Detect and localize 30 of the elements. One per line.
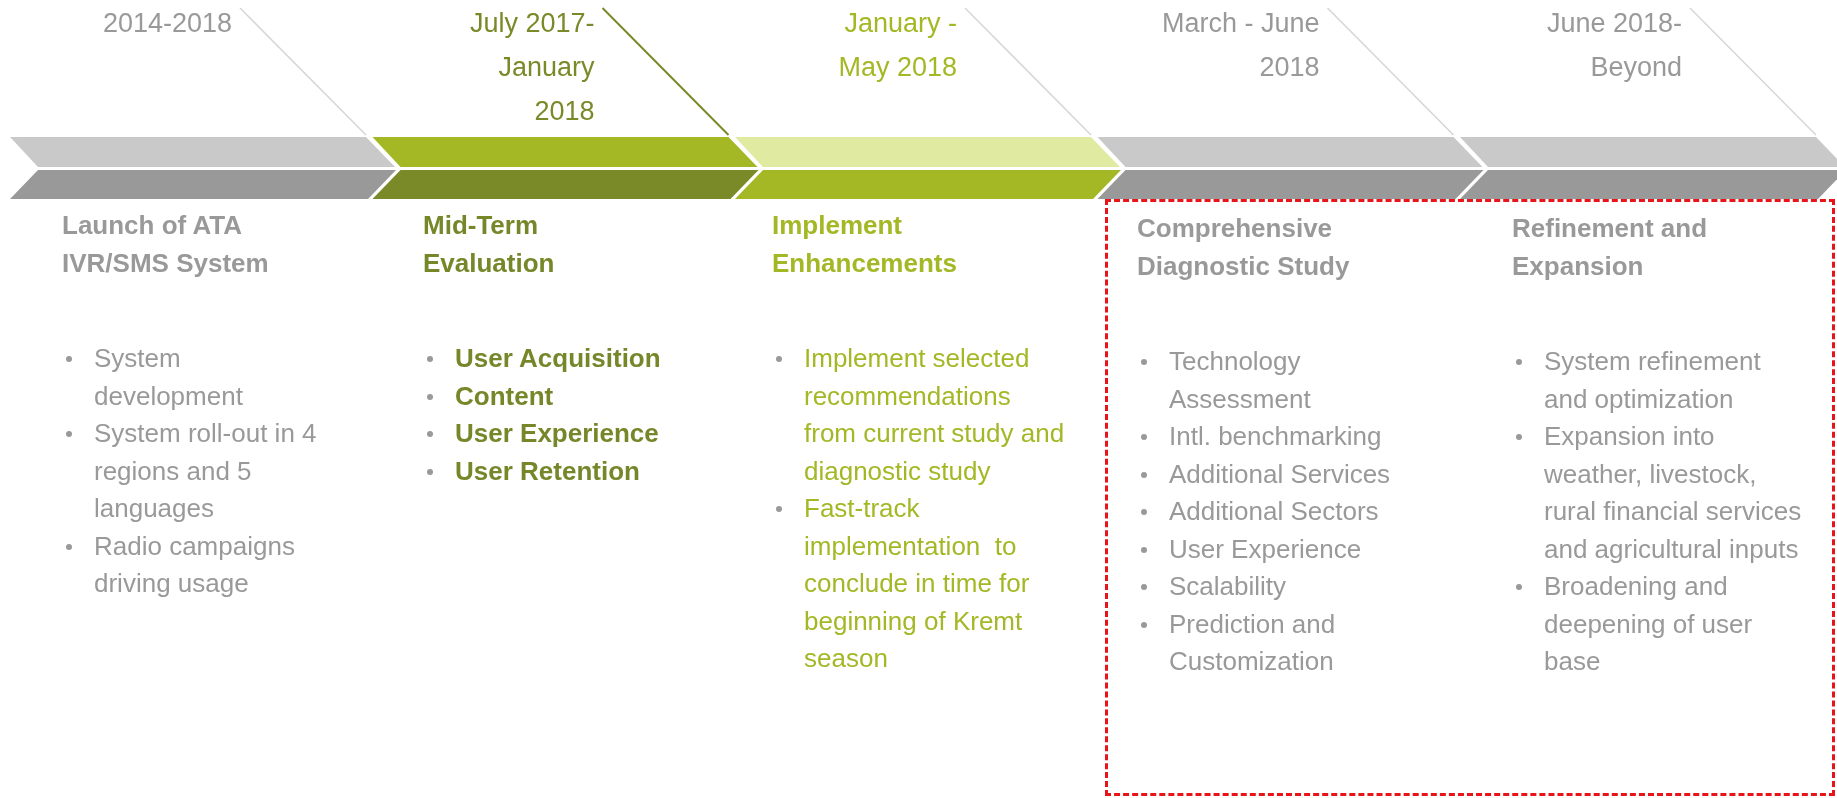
bullet-item: Additional Services: [1137, 455, 1395, 493]
bullet-item: Implement selected recommendations from current study and diagnostic study: [772, 340, 1068, 490]
bullet-item: Expansion into weather, livestock, rural financial services and agricultural inputs: [1512, 418, 1810, 568]
phase-heading: Implement Enhancements: [772, 209, 958, 280]
dashed-highlight-box: [1105, 199, 1835, 796]
bullet-item: User Acquisition: [423, 340, 663, 378]
bullet-item: System refinement and optimization: [1512, 343, 1810, 418]
bullet-item: Prediction and Customization: [1137, 605, 1395, 681]
bullet-item: Broadening and deepening of user base: [1512, 568, 1810, 681]
date-label: January - May 2018: [837, 7, 957, 84]
bullet-item: Fast-track implementation to conclude in time for beginning of Kremt season: [772, 490, 1068, 678]
phase-heading: Mid-Term Evaluation: [423, 209, 556, 280]
bullet-item: User Experience: [423, 415, 663, 453]
date-label: March - June 2018: [1160, 7, 1320, 84]
date-label: June 2018- Beyond: [1545, 7, 1682, 84]
bullet-item: System roll-out in 4 regions and 5 languages: [62, 415, 324, 528]
phase-heading: Launch of ATA IVR/SMS System: [62, 209, 270, 280]
bullet-item: Additional Sectors: [1137, 493, 1395, 531]
bullet-item: User Retention: [423, 452, 663, 490]
bullet-item: Scalability: [1137, 568, 1395, 606]
bullet-item: Technology Assessment: [1137, 343, 1395, 418]
bullet-item: User Experience: [1137, 530, 1395, 568]
bullet-item: Intl. benchmarking: [1137, 418, 1395, 456]
bullet-item: System development: [62, 340, 324, 415]
bullet-item: Radio campaigns driving usage: [62, 527, 324, 603]
date-label: 2014-2018: [101, 7, 232, 40]
phase-heading: Comprehensive Diagnostic Study: [1137, 212, 1351, 283]
bullet-item: Content: [423, 377, 663, 415]
date-label: July 2017- January 2018: [468, 7, 595, 128]
phase-heading: Refinement and Expansion: [1512, 212, 1709, 283]
